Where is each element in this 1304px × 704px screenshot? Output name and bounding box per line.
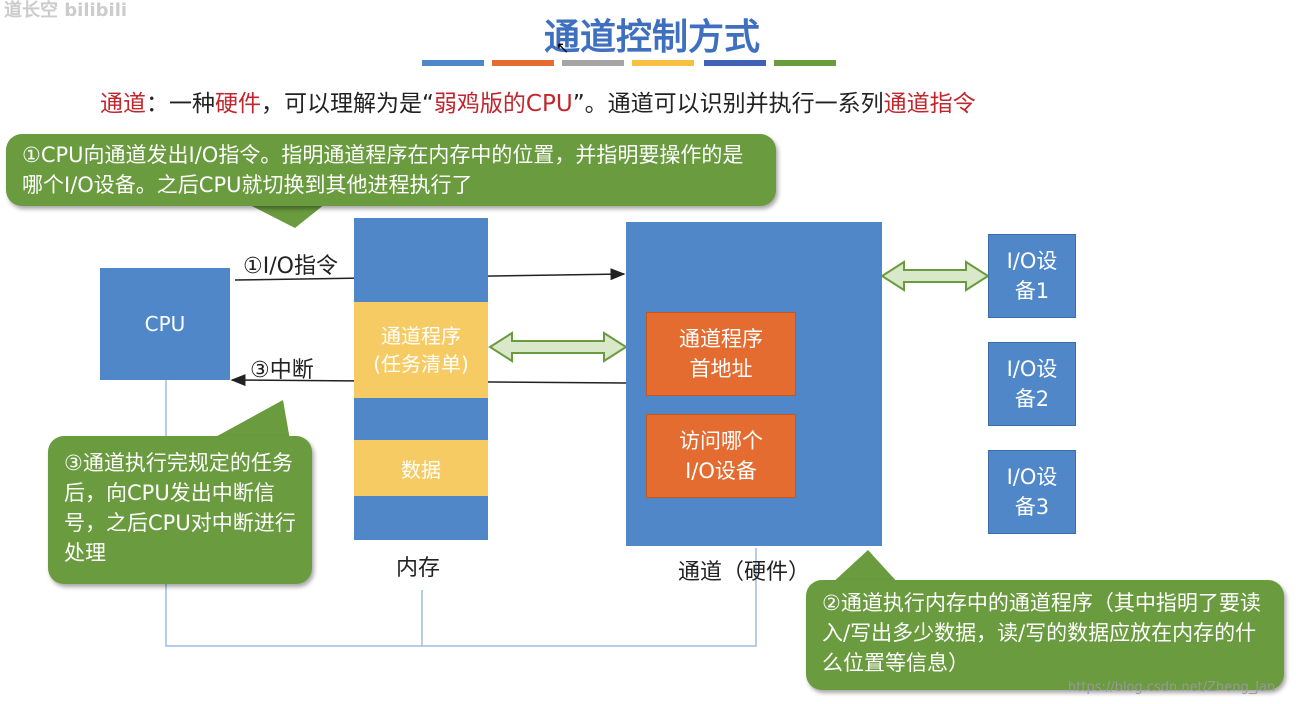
device-3-line2: 备3 [1014, 495, 1050, 519]
channel-box2-line2: I/O设备 [685, 459, 757, 483]
io-device-2: I/O设 备2 [988, 342, 1076, 426]
channel-program-line1: 通道程序 [381, 324, 461, 348]
memory-label: 内存 [396, 556, 441, 581]
intro-seg: ：一种 [146, 91, 215, 117]
channel-program-line2: (任务清单) [373, 352, 469, 376]
channel-box1-line1: 通道程序 [679, 327, 763, 351]
csdn-watermark: https://blog.csdn.net/Zheng_Jan [1068, 680, 1276, 695]
mouse-cursor-icon: ↖ [556, 38, 570, 57]
memory-data: 数据 [354, 440, 488, 496]
device-1-line1: I/O设 [1006, 249, 1058, 273]
channel-box1-line2: 首地址 [689, 357, 753, 381]
callout-step2-text: ②通道执行内存中的通道程序（其中指明了要读入/写出多少数据，读/写的数据应放在内… [822, 591, 1261, 675]
memory-channel-double-arrow [488, 331, 628, 363]
callout-step3: ③通道执行完规定的任务后，向CPU发出中断信号，之后CPU对中断进行处理 [48, 436, 312, 584]
device-2-line1: I/O设 [1006, 357, 1058, 381]
channel-label: 通道（硬件） [678, 560, 811, 585]
top-watermark: 道长空 bilibili [4, 0, 128, 21]
color-bar-5 [704, 60, 766, 66]
cpu-label: CPU [144, 312, 186, 336]
color-bar-4 [632, 60, 694, 66]
color-bar-1 [422, 60, 484, 66]
intro-channel: 通道 [100, 91, 146, 117]
callout-1-tail [240, 200, 330, 228]
io-device-3: I/O设 备3 [988, 450, 1076, 534]
callout-step1: ①CPU向通道发出I/O指令。指明通道程序在内存中的位置，并指明要操作的是哪个I… [6, 134, 776, 206]
color-bar-2 [492, 60, 554, 66]
intro-weak-cpu: 弱鸡版的CPU [433, 91, 573, 117]
memory-data-label: 数据 [401, 457, 441, 482]
cpu-box: CPU [100, 268, 230, 380]
callout-step1-text: ①CPU向通道发出I/O指令。指明通道程序在内存中的位置，并指明要操作的是哪个I… [22, 143, 744, 197]
device-1-line2: 备1 [1014, 279, 1050, 303]
intro-seg: ”。通道可以识别并执行一系列 [572, 91, 884, 117]
callout-2-tail [830, 550, 900, 585]
memory-channel-program: 通道程序 (任务清单) [354, 302, 488, 398]
channel-device-select: 访问哪个 I/O设备 [646, 414, 796, 498]
channel-program-address: 通道程序 首地址 [646, 312, 796, 396]
io-device-1: I/O设 备1 [988, 234, 1076, 318]
device-3-line1: I/O设 [1006, 465, 1058, 489]
color-bar-6 [774, 60, 836, 66]
callout-step3-text: ③通道执行完规定的任务后，向CPU发出中断信号，之后CPU对中断进行处理 [64, 451, 296, 565]
io-instruction-label: ①I/O指令 [243, 254, 338, 279]
intro-hardware: 硬件 [215, 91, 261, 117]
device-2-line2: 备2 [1014, 387, 1050, 411]
channel-box2-line1: 访问哪个 [679, 429, 763, 453]
intro-channel-instructions: 通道指令 [883, 91, 976, 117]
color-bar-3 [562, 60, 624, 66]
callout-step2: ②通道执行内存中的通道程序（其中指明了要读入/写出多少数据，读/写的数据应放在内… [806, 580, 1284, 690]
interrupt-label: ③中断 [250, 358, 314, 383]
page-title: 通道控制方式 [543, 17, 760, 58]
callout-3-tail [210, 400, 290, 440]
intro-seg: ，可以理解为是“ [261, 91, 434, 117]
channel-device-double-arrow [880, 260, 990, 292]
intro-text: 通道：一种硬件，可以理解为是“弱鸡版的CPU”。通道可以识别并执行一系列通道指令 [100, 84, 976, 118]
